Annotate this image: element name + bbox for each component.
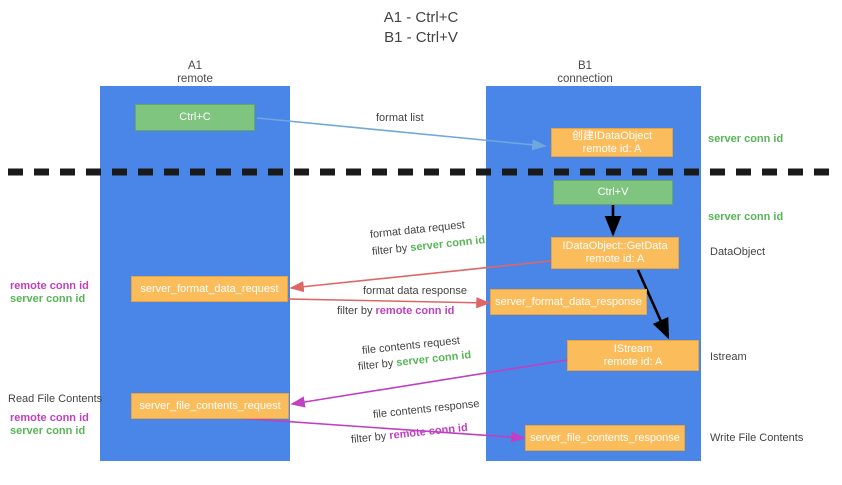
title-line-1: A1 - Ctrl+C xyxy=(383,9,459,26)
filter-value-remote-conn-id: remote conn id xyxy=(388,421,469,442)
node-server-file-contents-request-label: server_file_contents_request xyxy=(139,399,281,412)
node-istream-line2: remote id: A xyxy=(603,355,663,368)
node-idataobject-getdata[interactable]: IDataObject::GetData remote id: A xyxy=(551,237,679,269)
edge-label-format-list: format list xyxy=(376,112,424,124)
column-header-a1: A1 remote xyxy=(95,60,295,86)
node-ctrl-v-label: Ctrl+V xyxy=(597,186,629,198)
node-server-format-data-request-label: server_format_data_request xyxy=(140,282,279,295)
filter-value-remote-conn-id: remote conn id xyxy=(375,305,455,317)
edge-label-file-contents-response: file contents response xyxy=(372,397,481,421)
node-ctrl-c[interactable]: Ctrl+C xyxy=(135,104,255,131)
node-ctrl-c-label: Ctrl+C xyxy=(179,111,211,123)
edge-label-file-contents-response-filter: filter by remote conn id xyxy=(350,421,468,447)
left-annotation-server-conn-id-2: server conn id xyxy=(10,425,86,437)
column-a1-name: A1 xyxy=(187,60,203,72)
left-annotation-remote-conn-id-2: remote conn id xyxy=(10,412,89,424)
node-server-file-contents-response-label: server_file_contents_response xyxy=(530,431,680,444)
node-server-file-contents-request[interactable]: server_file_contents_request xyxy=(131,393,289,419)
column-header-b1: B1 connection xyxy=(485,60,685,86)
node-istream-line1: IStream xyxy=(613,342,653,355)
right-annotation-istream: Istream xyxy=(710,351,747,363)
right-annotation-write-file-contents: Write File Contents xyxy=(710,432,804,444)
title-line-2: B1 - Ctrl+V xyxy=(384,29,458,46)
left-annotation-server-conn-id-1: server conn id xyxy=(10,293,86,305)
diagram-title: A1 - Ctrl+C B1 - Ctrl+V xyxy=(0,8,842,48)
right-annotation-server-conn-id-top: server conn id xyxy=(708,133,784,145)
column-b1-name: B1 xyxy=(577,60,593,72)
node-ctrl-v[interactable]: Ctrl+V xyxy=(553,180,673,205)
node-istream[interactable]: IStream remote id: A xyxy=(567,340,699,371)
left-annotation-remote-conn-id-1: remote conn id xyxy=(10,280,89,292)
node-server-format-data-response-label: server_format_data_response xyxy=(495,295,642,308)
node-server-format-data-response[interactable]: server_format_data_response xyxy=(490,289,647,315)
column-b1-sub: connection xyxy=(557,73,613,85)
node-getdata-line2: remote id: A xyxy=(585,253,645,265)
node-server-format-data-request[interactable]: server_format_data_request xyxy=(131,276,288,302)
node-create-dataobject[interactable]: 创建IDataObject remote id: A xyxy=(551,128,673,157)
node-getdata-line1: IDataObject::GetData xyxy=(562,240,668,252)
right-annotation-server-conn-id-mid: server conn id xyxy=(708,211,784,223)
node-create-dataobject-line1: 创建IDataObject xyxy=(571,129,653,142)
node-server-file-contents-response[interactable]: server_file_contents_response xyxy=(525,425,685,451)
filter-prefix: filter by xyxy=(357,357,397,373)
edge-label-format-data-response-filter: filter by remote conn id xyxy=(337,304,454,318)
left-annotation-read-file-contents: Read File Contents xyxy=(8,393,103,405)
filter-prefix: filter by xyxy=(337,305,376,317)
filter-prefix: filter by xyxy=(350,430,390,446)
node-create-dataobject-line2: remote id: A xyxy=(582,142,642,155)
edge-label-format-data-response: format data response xyxy=(363,285,467,297)
column-a1-sub: remote xyxy=(177,73,213,85)
filter-value-server-conn-id: server conn id xyxy=(409,234,486,254)
right-annotation-dataobject: DataObject xyxy=(710,246,766,258)
filter-prefix: filter by xyxy=(371,242,411,258)
